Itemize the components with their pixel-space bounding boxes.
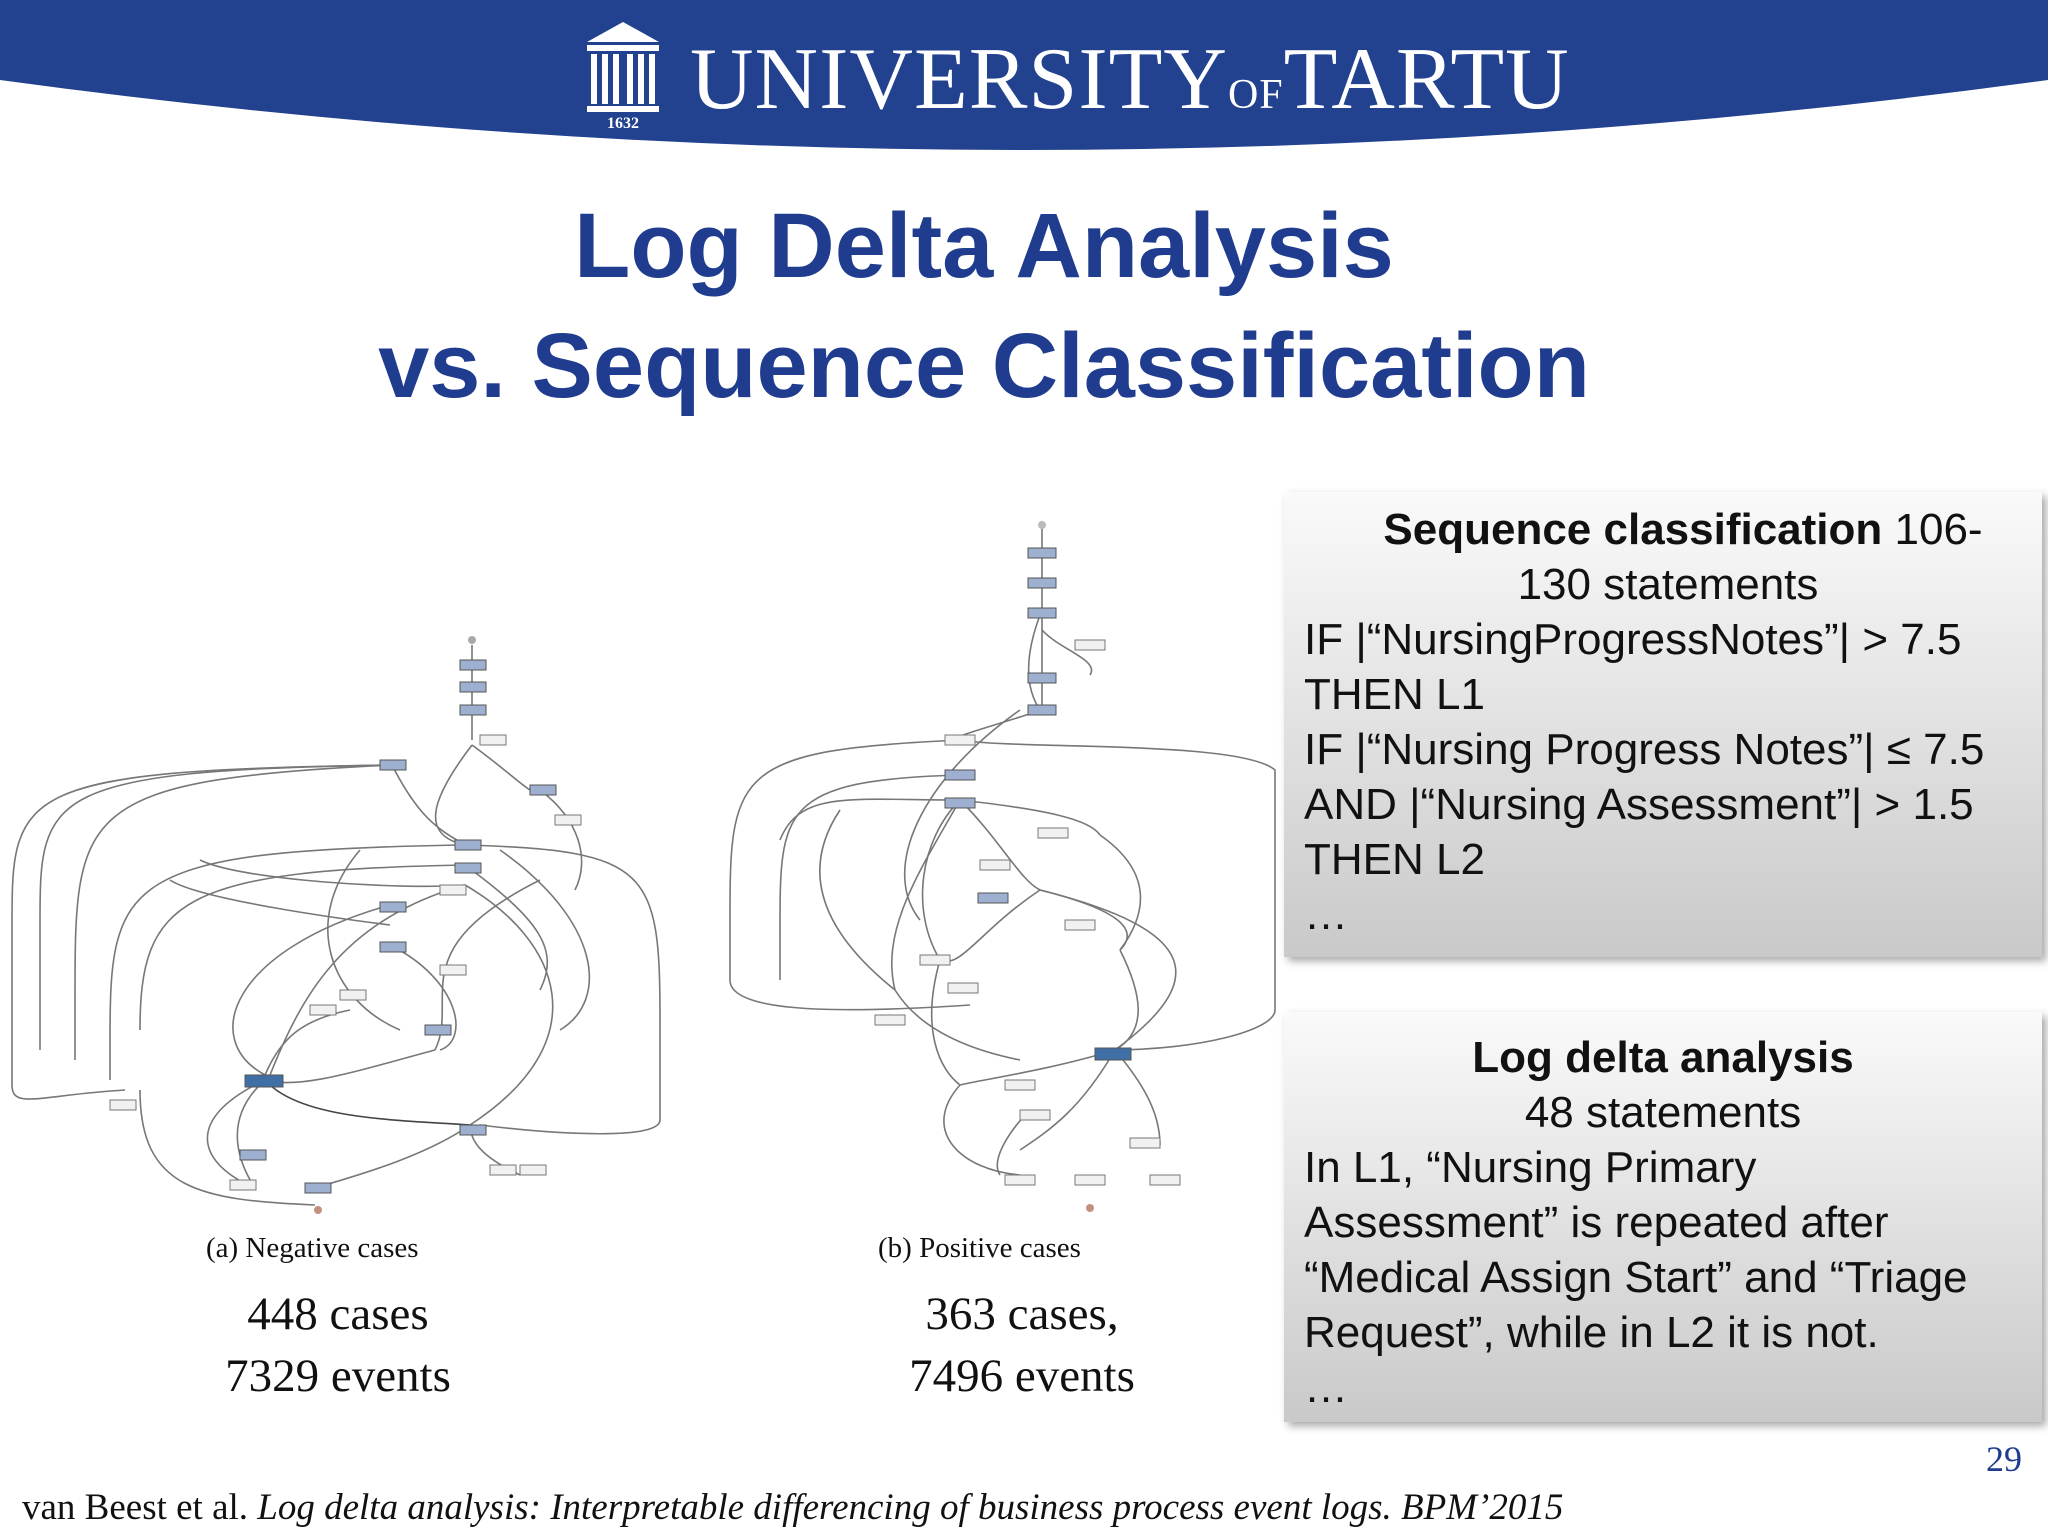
positive-cases-count: 363 cases, — [925, 1288, 1119, 1340]
logo-word-university: UNIVERSITY — [690, 31, 1228, 128]
log-delta-analysis-box: Log delta analysis 48 statements In L1, … — [1284, 1012, 2042, 1422]
delta-finding-line: Request”, while in L2 it is not. — [1304, 1308, 1879, 1357]
university-building-icon: 1632 — [587, 22, 659, 130]
slide-title-line2: vs. Sequence Classification — [378, 315, 1590, 417]
delta-finding-line: “Medical Assign Start” and “Triage — [1304, 1253, 1968, 1302]
negative-cases-process-graph — [11, 636, 661, 1214]
delta-finding-line: In L1, “Nursing Primary — [1304, 1143, 1757, 1192]
positive-events-count: 7496 events — [909, 1350, 1135, 1402]
logo-word-tartu: TARTU — [1283, 31, 1570, 128]
logo-word-of: OF — [1227, 72, 1284, 118]
caption-negative-cases: (a) Negative cases — [206, 1232, 419, 1264]
positive-stats: 363 cases, 7496 events — [862, 1283, 1182, 1407]
page-number: 29 — [1986, 1439, 2022, 1479]
reference-authors: van Beest et al. — [22, 1487, 258, 1528]
positive-cases-process-graph — [729, 521, 1276, 1212]
sequence-box-heading: Sequence classification 106- — [1284, 492, 2042, 557]
sequence-classification-box: Sequence classification 106- 130 stateme… — [1284, 492, 2042, 957]
slide-title-line1: Log Delta Analysis — [574, 195, 1394, 297]
sequence-statements-count: 130 statements — [1517, 560, 1819, 609]
delta-finding-line: Assessment” is repeated after — [1304, 1198, 1889, 1247]
negative-events-count: 7329 events — [225, 1350, 451, 1402]
sequence-rule-line: IF |“NursingProgressNotes”| > 7.5 — [1304, 615, 1962, 664]
delta-box-heading: Log delta analysis — [1472, 1033, 1854, 1082]
negative-stats: 448 cases 7329 events — [178, 1283, 498, 1407]
founded-year: 1632 — [607, 115, 639, 130]
negative-cases-count: 448 cases — [247, 1288, 429, 1340]
reference-title: Log delta analysis: Interpretable differ… — [257, 1487, 1564, 1528]
header-band — [0, 0, 2048, 150]
delta-statements-count: 48 statements — [1524, 1088, 1802, 1137]
sequence-heading-bold: Sequence classification — [1383, 505, 1883, 554]
reference-citation: van Beest et al. Log delta analysis: Int… — [22, 1486, 1563, 1529]
sequence-heading-rest: 106- — [1882, 505, 1983, 554]
sequence-rule-line: THEN L2 — [1304, 835, 1485, 884]
delta-finding-line: … — [1304, 1363, 1348, 1412]
sequence-rule-line: … — [1304, 890, 1348, 939]
caption-positive-cases: (b) Positive cases — [878, 1232, 1081, 1264]
sequence-rule-line: AND |“Nursing Assessment”| > 1.5 — [1304, 780, 1974, 829]
sequence-rule-line: IF |“Nursing Progress Notes”| ≤ 7.5 — [1304, 725, 1985, 774]
sequence-rule-line: THEN L1 — [1304, 670, 1485, 719]
university-logo-text: UNIVERSITYOFTARTU — [690, 30, 1570, 145]
